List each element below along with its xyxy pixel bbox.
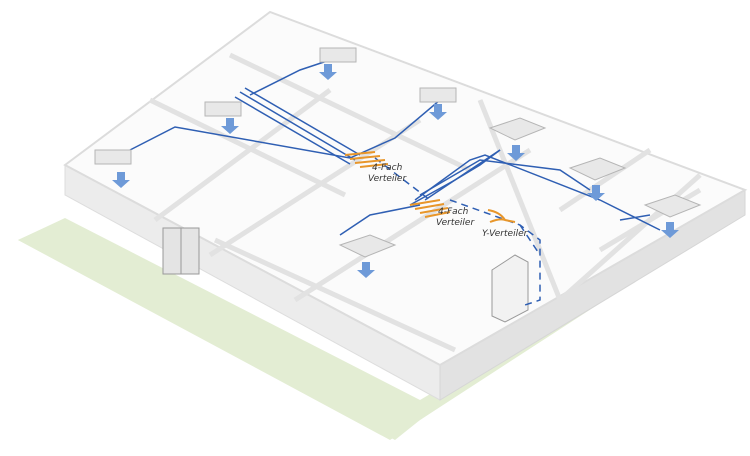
wall-unit [319, 47, 357, 63]
label-4-fach-mid-line1: 4-Fach [438, 207, 469, 217]
label-y-verteiler: Y-Verteiler [482, 229, 529, 239]
label-4-fach-top-line1: 4-Fach [372, 163, 403, 173]
refrigerant-pipes-dashed [374, 157, 541, 306]
y-distributor [487, 209, 516, 223]
airflow-arrow-icons [112, 64, 679, 278]
floor [63, 10, 748, 367]
wall-unit [204, 101, 242, 117]
refrigerant-pipes [129, 59, 661, 236]
4-fach-distributor-mid [409, 199, 451, 218]
outdoor-unit [491, 254, 529, 323]
ceiling-unit [488, 117, 547, 141]
wall-unit [419, 87, 457, 103]
ceiling-unit [338, 234, 397, 258]
label-4-fach-mid-line2: Verteiler [436, 218, 475, 228]
ceiling-unit [643, 194, 702, 218]
indoor-units [94, 47, 702, 258]
ceiling-unit [568, 157, 627, 181]
label-4-fach-top-line2: Verteiler [368, 174, 407, 184]
wall-unit [94, 149, 132, 165]
4-fach-distributor-top [344, 151, 389, 168]
interior-walls [148, 52, 702, 353]
